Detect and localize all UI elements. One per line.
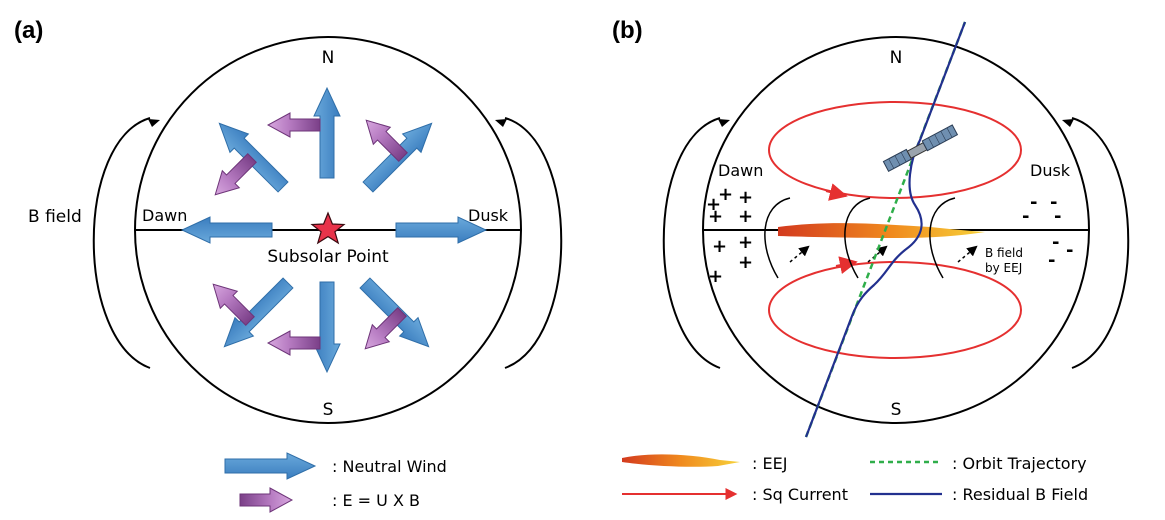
north-label-b: N [890, 48, 903, 68]
b-field-loop-right-b [1071, 117, 1130, 369]
plus-charge: + [738, 252, 753, 273]
dusk-label-a: Dusk [468, 206, 509, 225]
residual-b-field-curve [804, 21, 967, 438]
legend-exb-label: : E = U X B [332, 491, 420, 510]
legend-eej-arrow [622, 454, 740, 467]
panel-a: (a) N S Dawn Dusk B field Subsolar Point [14, 17, 563, 513]
eej-field-curve-2 [844, 197, 871, 279]
plus-charge: + [718, 184, 733, 205]
legend-neutral-wind-arrow [224, 452, 316, 480]
eej-field-arrow-3 [957, 245, 978, 263]
legend-residual-label: : Residual B Field [952, 485, 1088, 504]
dawn-charges: + + + + + + + + + [706, 184, 753, 287]
dusk-label-b: Dusk [1030, 161, 1071, 180]
panel-a-label: (a) [14, 17, 43, 44]
plus-charge: + [706, 194, 721, 215]
sq-current-loop-south [768, 261, 1022, 359]
dusk-charges: - - - - - - - [1022, 192, 1073, 271]
b-field-eej-label-line2: by EEJ [985, 261, 1022, 275]
legend-orbit-label: : Orbit Trajectory [952, 454, 1087, 473]
legend-sq-current-label: : Sq Current [752, 485, 848, 504]
plus-charge: + [708, 266, 723, 287]
plus-charge: + [738, 232, 753, 253]
minus-charge: - [1048, 250, 1055, 271]
north-label-a: N [322, 48, 335, 68]
legend-b: : EEJ : Sq Current : Orbit Trajectory : … [622, 454, 1088, 504]
b-field-arrowhead-right-b [1062, 119, 1074, 127]
minus-charge: - [1050, 192, 1057, 213]
b-field-arrowhead-left-b [718, 119, 730, 127]
legend-eej-label: : EEJ [752, 454, 787, 473]
panel-b: (b) N S Dawn Dusk B field by EEJ + + [612, 17, 1130, 504]
subsolar-star-icon [310, 211, 346, 245]
eej-field-curve-1 [764, 197, 791, 279]
plus-charge: + [708, 206, 723, 227]
satellite-icon [882, 124, 959, 172]
minus-charge: - [1022, 206, 1029, 227]
legend-a: : Neutral Wind : E = U X B [224, 452, 447, 513]
dawn-label-a: Dawn [142, 206, 187, 225]
b-field-eej-label-line1: B field [985, 246, 1023, 260]
eej-band [778, 223, 985, 238]
sq-current-arrow-south [835, 256, 858, 275]
legend-neutral-wind-label: : Neutral Wind [332, 457, 447, 476]
panel-b-label: (b) [612, 17, 643, 44]
subsolar-point-label: Subsolar Point [267, 247, 389, 267]
sq-current-arrow-north [825, 183, 848, 201]
b-field-loop-left [92, 117, 151, 369]
b-field-label: B field [28, 207, 82, 227]
b-field-arrowhead-right [495, 119, 507, 127]
sq-current-loop-north [768, 101, 1022, 199]
minus-charge: - [1054, 206, 1061, 227]
b-field-loop-right [504, 117, 563, 369]
dawn-label-b: Dawn [718, 161, 763, 180]
south-label-a: S [323, 400, 334, 420]
plus-charge: + [738, 187, 753, 208]
minus-charge: - [1066, 240, 1073, 261]
b-field-loop-left-b [662, 117, 721, 369]
minus-charge: - [1052, 232, 1059, 253]
eej-field-arrow-2 [867, 245, 888, 263]
eej-field-curve-3 [929, 197, 956, 279]
plus-charge: + [712, 236, 727, 257]
b-field-arrowhead-left [148, 119, 160, 127]
eej-field-arrow-1 [789, 245, 810, 263]
south-label-b: S [891, 400, 902, 420]
plus-charge: + [738, 206, 753, 227]
minus-charge: - [1030, 192, 1037, 213]
legend-exb-arrow [239, 487, 293, 513]
